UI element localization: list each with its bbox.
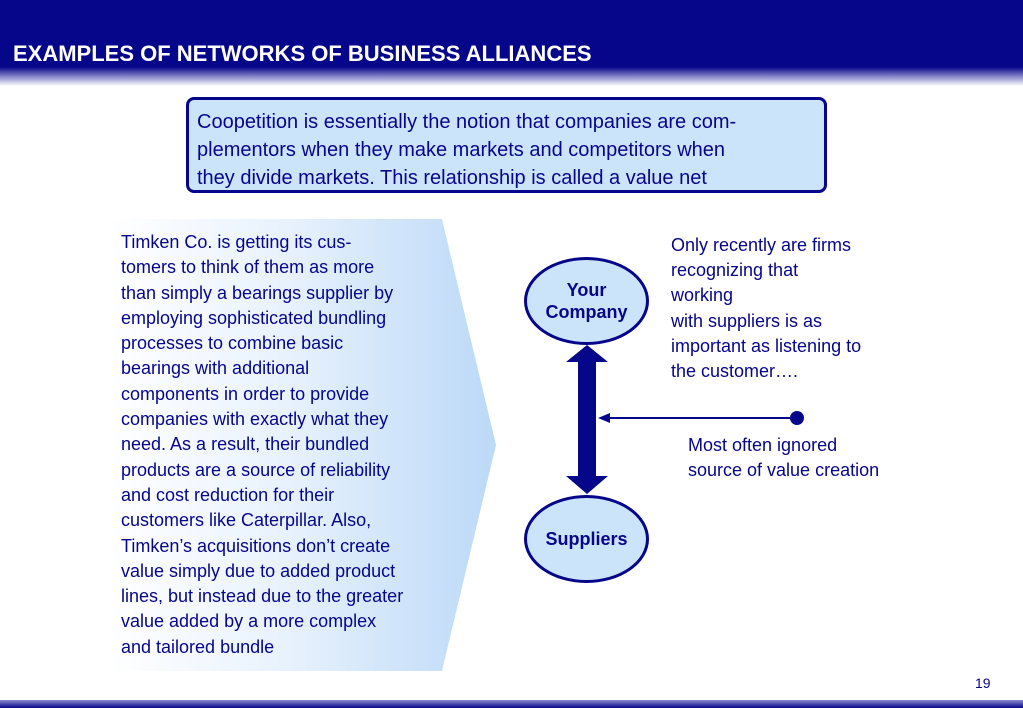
double-arrow — [566, 345, 608, 494]
callout-line: Coopetition is essentially the notion th… — [197, 111, 737, 133]
timken-line: customers like Caterpillar. Also, — [121, 510, 372, 531]
callout-line: plementors when they make markets and co… — [197, 139, 726, 161]
ignored-source-text: Most often ignored source of value creat… — [688, 433, 928, 483]
your-company-line1: Your — [566, 280, 607, 300]
timken-text: Timken Co. is getting its cus- tomers to… — [121, 230, 457, 660]
your-company-line2: Company — [545, 302, 628, 322]
slide-title: EXAMPLES OF NETWORKS OF BUSINESS ALLIANC… — [13, 41, 592, 66]
timken-line: products are a source of reliability — [121, 459, 391, 480]
feedback-arrowhead — [598, 413, 610, 423]
timken-line: and tailored bundle — [121, 636, 275, 657]
timken-line: components in order to provide — [121, 383, 370, 404]
timken-line: employing sophisticated bundling — [121, 307, 387, 328]
timken-line: need. As a result, their bundled — [121, 434, 370, 455]
timken-line: lines, but instead due to the greater — [121, 586, 404, 607]
callout-line: they divide markets. This relationship i… — [197, 167, 707, 189]
suppliers-node: Suppliers — [524, 495, 649, 583]
firms-recognizing-text: Only recently are firms recognizing that… — [671, 233, 911, 384]
timken-line: and cost reduction for their — [121, 484, 335, 505]
suppliers-label: Suppliers — [545, 529, 628, 549]
coopetition-callout: Coopetition is essentially the notion th… — [186, 97, 827, 193]
right-bottom-line: Most often ignored — [688, 435, 838, 455]
your-company-node: Your Company — [524, 257, 649, 345]
right-top-line: working — [671, 285, 734, 306]
timken-line: Timken’s acquisitions don’t create — [121, 535, 391, 556]
timken-line: bearings with additional — [121, 358, 310, 379]
right-top-line: recognizing that — [671, 260, 799, 281]
timken-line: value simply due to added product — [121, 560, 396, 581]
right-top-line: Only recently are firms — [671, 235, 852, 255]
right-bottom-line: source of value creation — [688, 460, 880, 480]
timken-line: tomers to think of them as more — [121, 257, 375, 278]
right-top-line: important as listening to — [671, 335, 862, 356]
timken-line: companies with exactly what they — [121, 409, 389, 430]
timken-line: processes to combine basic — [121, 333, 344, 354]
feedback-dot — [790, 411, 804, 425]
timken-line: than simply a bearings supplier by — [121, 282, 394, 303]
page-number: 19 — [975, 675, 991, 691]
timken-line: value added by a more complex — [121, 611, 377, 632]
arrow-panel — [110, 219, 496, 671]
footer-bar — [0, 700, 1023, 708]
right-top-line: with suppliers is as — [671, 310, 823, 331]
right-top-line: the customer…. — [671, 361, 799, 382]
timken-line: Timken Co. is getting its cus- — [121, 232, 352, 252]
header-bar: EXAMPLES OF NETWORKS OF BUSINESS ALLIANC… — [0, 0, 1023, 86]
